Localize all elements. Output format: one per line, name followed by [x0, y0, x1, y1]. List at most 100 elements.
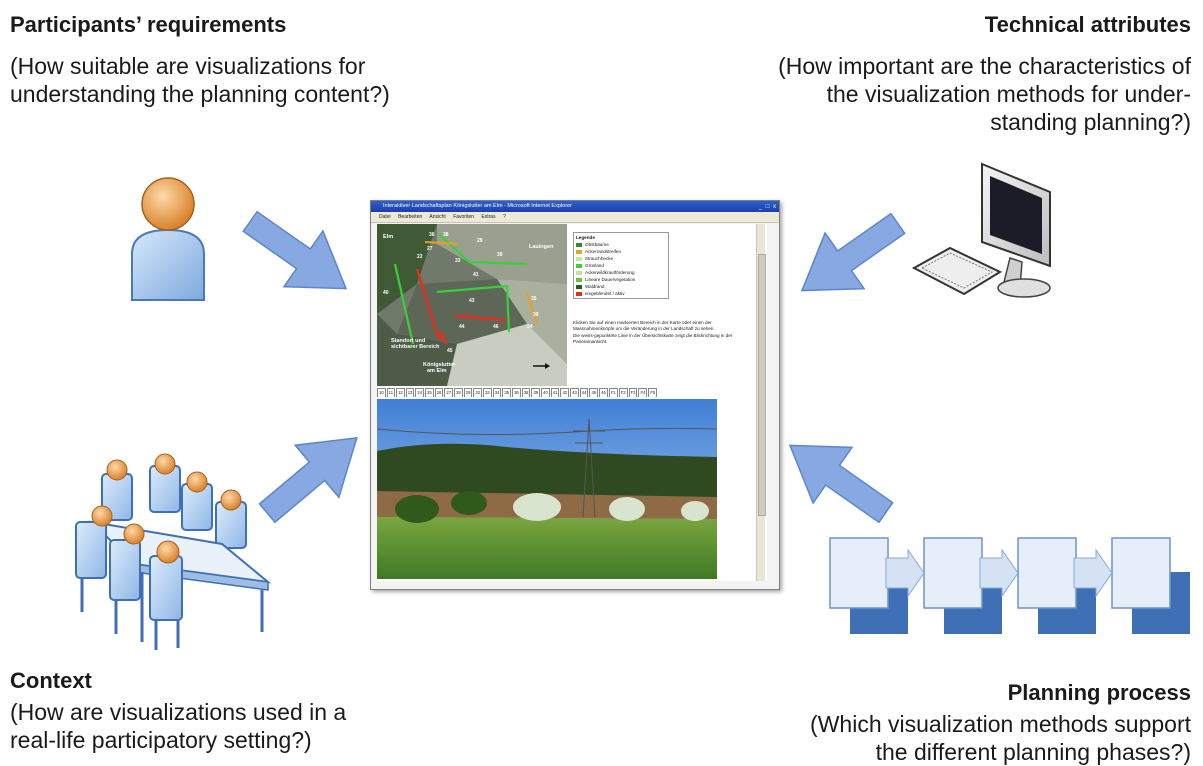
measure-button[interactable]: 12 [396, 388, 405, 397]
menu-ansicht[interactable]: Ansicht [429, 214, 446, 220]
context-title: Context [10, 668, 92, 693]
participants-question-line2: understanding the planning content?) [10, 81, 390, 107]
legend-swatch [576, 284, 582, 289]
measure-button[interactable]: 28 [454, 388, 463, 397]
browser-menubar: Datei Bearbeiten Ansicht Favoriten Extra… [371, 212, 779, 223]
planning-title: Planning process [1007, 680, 1191, 705]
legend-item: eingeblendet / aktiv [576, 290, 666, 297]
measure-button[interactable]: 38 [521, 388, 531, 397]
arrow-bottom-left [258, 436, 358, 524]
technical-question-line2: the visualization methods for under- [826, 81, 1191, 107]
measure-button[interactable]: F4 [638, 388, 648, 397]
parcel-43: 43 [469, 298, 475, 304]
arrow-top-left [242, 210, 348, 290]
technical-question-line3: standing planning?) [990, 109, 1191, 135]
arrow-bottom-right [788, 444, 894, 524]
parcel-45: 45 [447, 348, 453, 354]
measure-button[interactable]: 35 [502, 388, 512, 397]
legend-item: Ackerwildkrautförderung [576, 269, 666, 276]
legend-item: Lineare Dauervegetation [576, 276, 666, 283]
technical-block: Technical attributes (How important are … [651, 12, 1191, 136]
parcel-39: 39 [533, 312, 539, 318]
measure-button[interactable]: F2 [618, 388, 628, 397]
meeting-group-icon [75, 453, 272, 650]
planning-question-line2: the different planning phases?) [875, 739, 1191, 765]
browser-scrollbar[interactable] [756, 224, 766, 581]
measure-button[interactable]: 43 [570, 388, 579, 397]
measure-button[interactable]: F5 [648, 388, 658, 397]
measure-button[interactable]: 39 [531, 388, 541, 397]
parcel-29: 29 [477, 238, 483, 244]
measure-button[interactable]: 33 [483, 388, 492, 397]
window-controls[interactable]: _ □ x [758, 204, 777, 210]
parcel-13: 13 [465, 313, 471, 319]
menu-bearbeiten[interactable]: Bearbeiten [398, 214, 423, 220]
info-text-2: Die weiss-gepunktete Linie in der Übersi… [573, 332, 733, 345]
measure-button[interactable]: 10 [377, 388, 386, 397]
legend-swatch [576, 277, 582, 282]
measure-button[interactable]: 46 [599, 388, 608, 397]
map-label-koenigslutter: Königslutter [423, 362, 456, 368]
measure-button[interactable]: 41 [550, 388, 560, 397]
person-icon [131, 177, 205, 301]
legend-swatch [576, 249, 582, 254]
legend-label: Grünland [585, 263, 604, 268]
measure-button[interactable]: 13 [405, 388, 415, 397]
measure-button[interactable]: 45 [589, 388, 599, 397]
map-label-sichtbarer: sichtbarer Bereich [391, 344, 440, 350]
parcel-44: 44 [459, 324, 465, 330]
technical-title: Technical attributes [984, 12, 1191, 37]
aerial-map[interactable]: Elm Lauingen Standort und sichtbarer Ber… [377, 224, 567, 386]
legend-item: Ackerrandstreifen [576, 248, 666, 255]
participants-question-line1: (How suitable are visualizations for [10, 53, 366, 79]
menu-extras[interactable]: Extras [481, 214, 496, 220]
measure-button[interactable]: 42 [560, 388, 570, 397]
legend-swatch [576, 242, 582, 247]
menu-favoriten[interactable]: Favoriten [453, 214, 475, 220]
scrollbar-thumb[interactable] [758, 254, 766, 516]
map-instructions: Klicken Sie auf einen markierten Bereich… [573, 320, 733, 346]
landscape-panorama [376, 399, 718, 579]
browser-content: Elm Lauingen Standort und sichtbarer Ber… [376, 224, 767, 581]
legend-swatch [576, 256, 582, 261]
parcel-38: 38 [443, 232, 449, 238]
browser-title: Interaktiver Landschaftsplan Königslutte… [383, 203, 572, 209]
planning-question-line1: (Which visualization methods support [810, 711, 1191, 737]
measure-button[interactable]: 34 [492, 388, 502, 397]
legend-swatch [576, 263, 582, 268]
menu-help[interactable]: ? [502, 214, 506, 220]
parcel-34: 34 [527, 324, 533, 330]
legend-item: Obstbäume [576, 241, 666, 248]
map-label-elm: Elm [383, 234, 393, 240]
measure-button[interactable]: F1 [608, 388, 618, 397]
measure-button[interactable]: 29 [463, 388, 473, 397]
parcel-33: 33 [455, 258, 461, 264]
technical-question-line1: (How important are the characteristics o… [778, 53, 1191, 79]
info-text-1: Klicken Sie auf einen markierten Bereich… [573, 320, 715, 332]
computer-icon [911, 162, 1051, 298]
parcel-36: 36 [429, 232, 435, 238]
measure-button[interactable]: 11 [386, 388, 396, 397]
menu-datei[interactable]: Datei [379, 214, 391, 220]
parcel-40: 40 [383, 290, 389, 296]
arrow-top-right [800, 212, 906, 292]
measure-button[interactable]: 26 [434, 388, 444, 397]
measure-button[interactable]: 27 [444, 388, 454, 397]
legend-label: eingeblendet / aktiv [585, 291, 625, 296]
measure-button[interactable]: 40 [541, 388, 550, 397]
measure-button[interactable]: 32 [473, 388, 483, 397]
legend-label: Lineare Dauervegetation [585, 277, 636, 282]
measure-button[interactable]: 44 [579, 388, 589, 397]
context-question-line2: real-life participatory setting?) [10, 727, 312, 753]
process-chain-icon [829, 537, 1190, 634]
measure-button[interactable]: 25 [425, 388, 434, 397]
measure-button[interactable]: 36 [512, 388, 521, 397]
context-question-line1: (How are visualizations used in a [10, 699, 347, 725]
measure-button[interactable]: 24 [415, 388, 425, 397]
legend-label: Ackerwildkrautförderung [585, 270, 635, 275]
measure-button[interactable]: F3 [628, 388, 638, 397]
parcel-41: 41 [473, 272, 479, 278]
